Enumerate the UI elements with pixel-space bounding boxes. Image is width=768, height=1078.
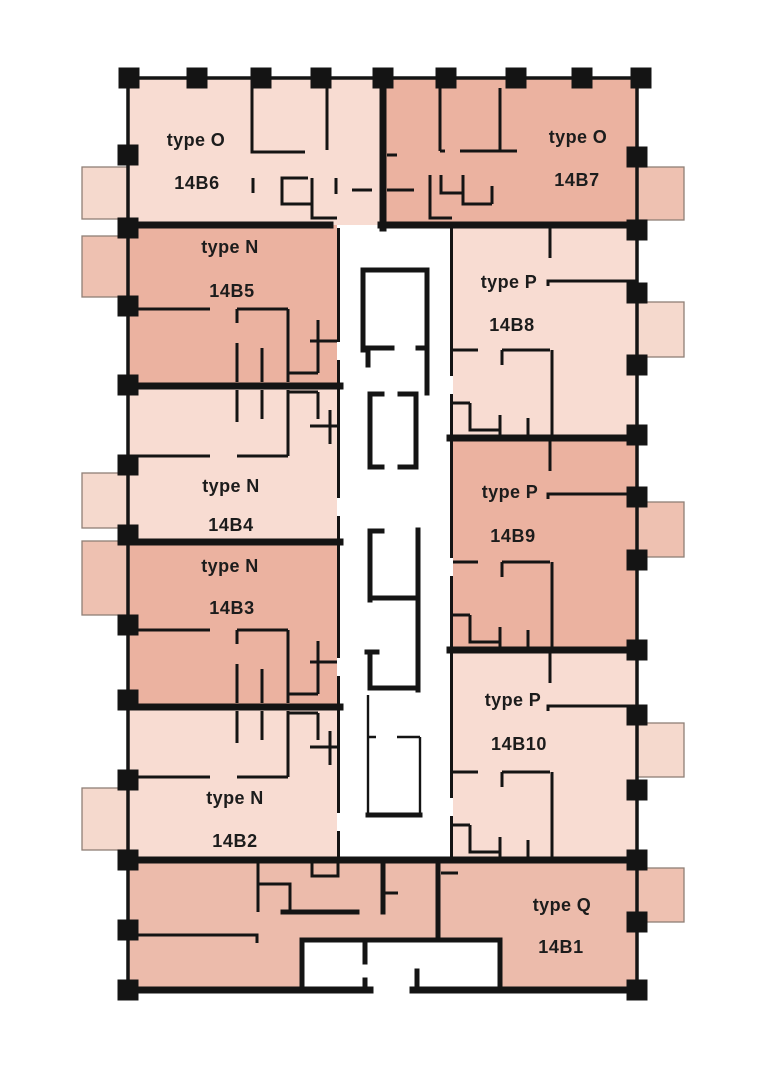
unit-14B8[interactable] bbox=[453, 225, 637, 438]
balcony-14B2 bbox=[81, 787, 129, 851]
core-corridor bbox=[337, 225, 453, 860]
label-type-14B4: type N bbox=[202, 476, 260, 496]
label-num-14B6: 14B6 bbox=[174, 173, 220, 193]
unit-fills bbox=[128, 78, 637, 990]
unit-14B3[interactable] bbox=[128, 542, 337, 707]
balcony-14B3 bbox=[81, 540, 129, 616]
balcony-14B5 bbox=[81, 235, 129, 298]
balcony-14B4 bbox=[81, 472, 129, 529]
core-shafts bbox=[360, 267, 430, 818]
entry-notch bbox=[302, 938, 500, 990]
label-num-14B1: 14B1 bbox=[538, 937, 584, 957]
unit-14B2[interactable] bbox=[128, 707, 337, 860]
label-type-14B3: type N bbox=[201, 556, 259, 576]
label-type-14B1: type Q bbox=[532, 895, 592, 915]
label-type-14B5: type N bbox=[201, 237, 259, 257]
interior-walls bbox=[128, 80, 637, 943]
label-num-14B2: 14B2 bbox=[212, 831, 258, 851]
label-type-14B7: type O bbox=[548, 127, 608, 147]
balcony-14B1 bbox=[636, 867, 685, 923]
balcony-14B10 bbox=[636, 722, 685, 778]
label-type-14B9: type P bbox=[481, 482, 539, 502]
unit-14B10[interactable] bbox=[453, 650, 637, 860]
balcony-14B9 bbox=[636, 501, 685, 558]
unit-14B9[interactable] bbox=[453, 438, 637, 650]
label-num-14B7: 14B7 bbox=[554, 170, 600, 190]
unit-14B5[interactable] bbox=[128, 225, 337, 386]
label-num-14B3: 14B3 bbox=[209, 598, 255, 618]
balcony-14B7 bbox=[636, 166, 685, 221]
label-num-14B10: 14B10 bbox=[490, 734, 548, 754]
label-type-14B8: type P bbox=[480, 272, 538, 292]
balcony-14B6 bbox=[81, 166, 129, 220]
unit-14B4[interactable] bbox=[128, 386, 337, 542]
label-num-14B9: 14B9 bbox=[490, 526, 536, 546]
label-num-14B8: 14B8 bbox=[489, 315, 535, 335]
label-num-14B4: 14B4 bbox=[208, 515, 254, 535]
balconies bbox=[81, 166, 685, 923]
label-type-14B2: type N bbox=[206, 788, 264, 808]
label-num-14B5: 14B5 bbox=[209, 281, 255, 301]
label-type-14B6: type O bbox=[166, 130, 226, 150]
label-type-14B10: type P bbox=[484, 690, 542, 710]
balcony-14B8 bbox=[636, 301, 685, 358]
